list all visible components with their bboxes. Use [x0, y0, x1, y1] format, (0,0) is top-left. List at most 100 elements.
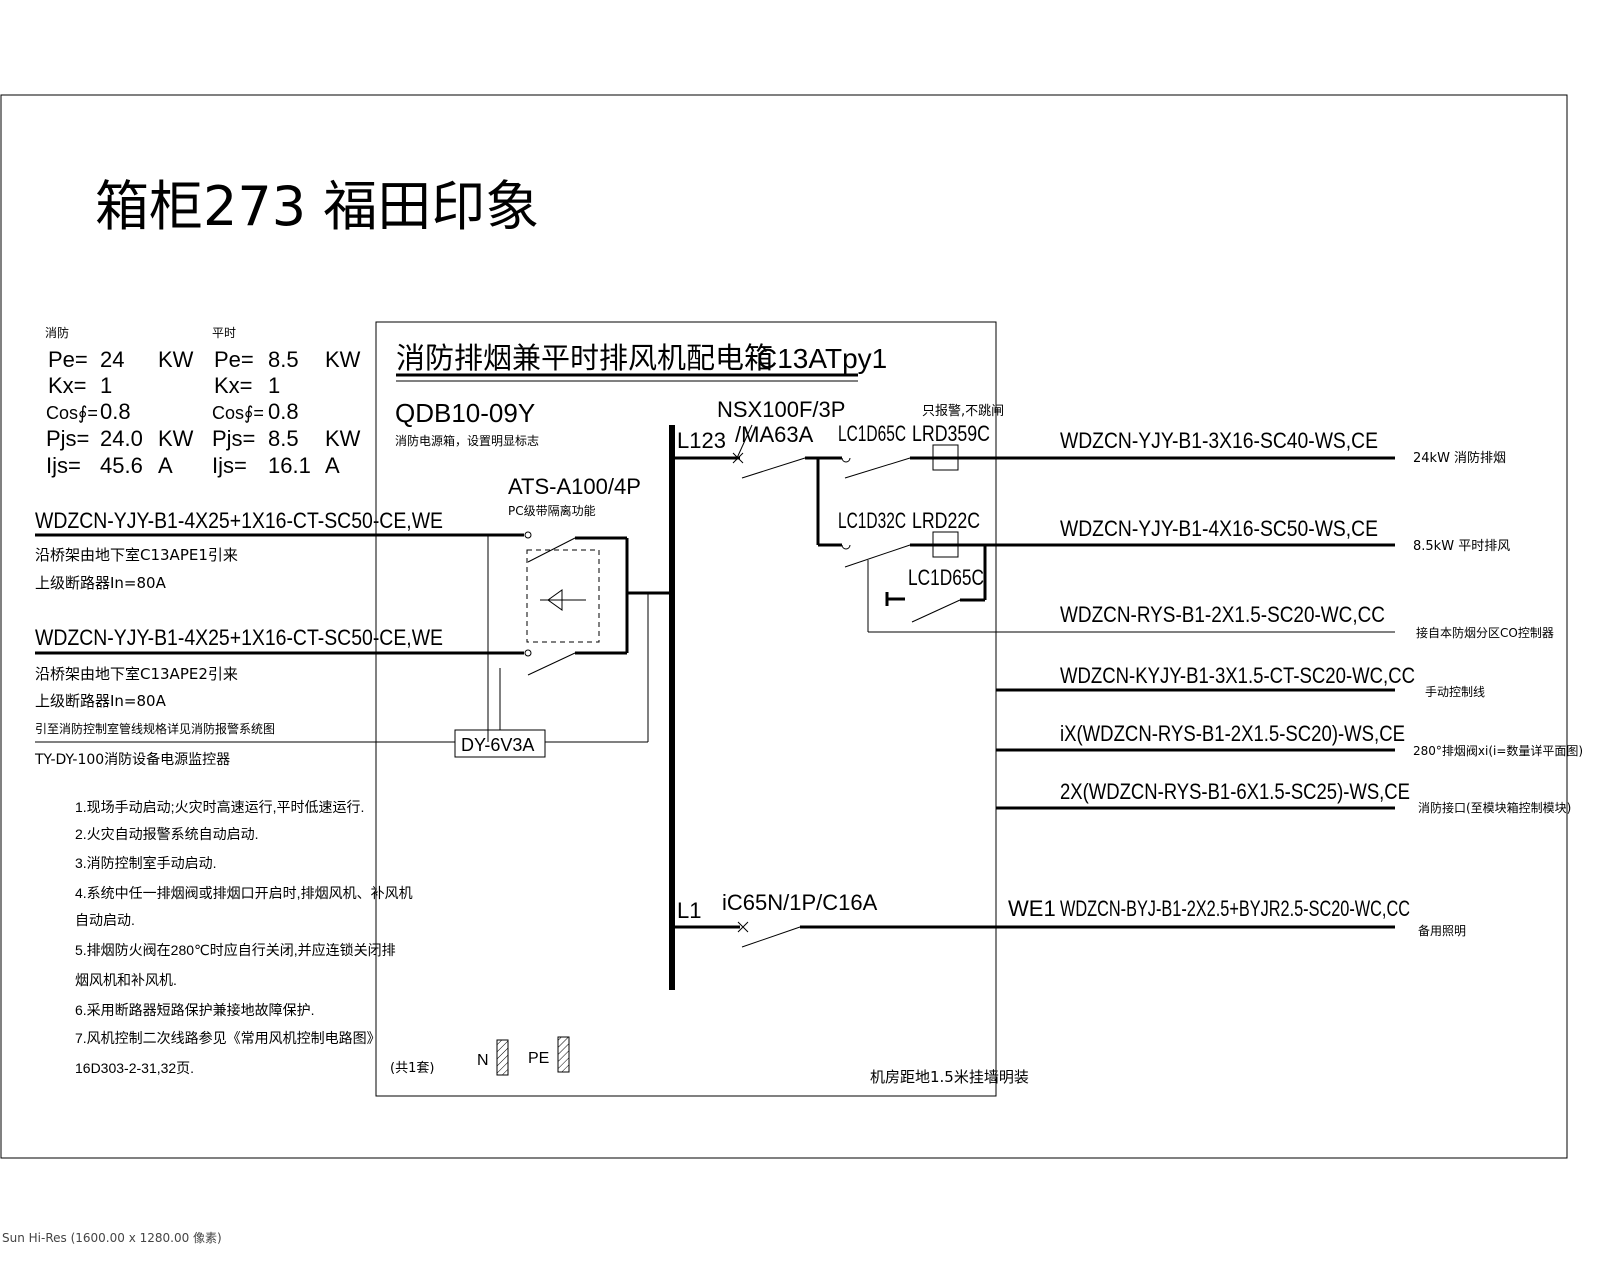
outgoing-cable-label: WDZCN-YJY-B1-4X16-SC50-WS,CE: [1060, 516, 1378, 541]
outgoing-desc: 消防接口(至模块箱控制模块): [1418, 800, 1571, 815]
note-line: 1.现场手动启动;火灾时高速运行,平时低速运行.: [75, 799, 364, 815]
breaker-label: iC65N/1P/C16A: [722, 890, 878, 915]
box-code: C13ATpy1: [757, 343, 887, 374]
fan-circuit: NSX100F/3P /MA63A LC1D65C LRD359C 只报警,不跳…: [672, 397, 1395, 633]
breaker-label: NSX100F/3P: [717, 397, 845, 422]
contactor-label: LC1D65C: [838, 421, 906, 446]
box-title: 消防排烟兼平时排风机配电箱: [396, 341, 773, 375]
param-unit: KW: [158, 426, 194, 451]
outgoing-desc: 24kW 消防排烟: [1413, 450, 1506, 466]
param-label: Pjs=: [212, 426, 255, 451]
contactor-label: LC1D32C: [838, 508, 906, 533]
incoming-note: 沿桥架由地下室C13APE1引来: [35, 546, 238, 564]
note-line: 2.火灾自动报警系统自动启动.: [75, 826, 259, 842]
thermal-relay-icon: [932, 531, 959, 558]
note-line: 16D303-2-31,32页.: [75, 1060, 194, 1076]
monitor-note: 引至消防控制室管线规格详见消防报警系统图: [35, 721, 275, 736]
contactor-label: LC1D65C: [908, 565, 984, 590]
pe-label: PE: [528, 1050, 549, 1067]
param-label: Pe=: [48, 347, 88, 372]
outgoing-cable-label: WDZCN-YJY-B1-3X16-SC40-WS,CE: [1060, 428, 1378, 453]
circuit-id: WE1: [1008, 896, 1056, 921]
dy-monitor-box: [454, 729, 546, 758]
outgoing-circuits: WDZCN-YJY-B1-3X16-SC40-WS,CE 24kW 消防排烟 W…: [672, 428, 1583, 948]
param-label: Ijs=: [212, 453, 247, 478]
incoming-note: 上级断路器In=80A: [35, 574, 167, 592]
param-unit: A: [325, 453, 340, 478]
breaker-cross-icon: [737, 921, 749, 933]
sets-count: (共1套): [390, 1060, 434, 1076]
outgoing-desc: 8.5kW 平时排风: [1413, 539, 1510, 554]
note-line: 6.采用断路器短路保护兼接地故障保护.: [75, 1002, 315, 1018]
resolution-footer: Sun Hi-Res (1600.00 x 1280.00 像素): [2, 1231, 222, 1245]
outgoing-cable-label: WDZCN-BYJ-B1-2X2.5+BYJR2.5-SC20-WC,CC: [1060, 896, 1410, 921]
param-label: Pe=: [214, 347, 254, 372]
drawing-title: 箱柜273 福田印象: [95, 175, 539, 238]
outgoing-cable-label: WDZCN-RYS-B1-2X1.5-SC20-WC,CC: [1060, 602, 1385, 627]
ats-label: ATS-A100/4P: [508, 474, 641, 499]
distribution-box-outline: [375, 321, 997, 1097]
monitor-device: TY-DY-100消防设备电源监控器: [34, 751, 230, 768]
outgoing-cable-label: WDZCN-KYJY-B1-3X1.5-CT-SC20-WC,CC: [1060, 663, 1415, 688]
param-value: 24.0: [100, 426, 143, 451]
ats-note: PC级带隔离功能: [508, 503, 596, 518]
normal-heading: 平时: [212, 326, 236, 340]
note-line: 4.系统中任一排烟阀或排烟口开启时,排烟风机、补风机: [75, 885, 413, 901]
dy-label: DY-6V3A: [461, 735, 534, 755]
fire-heading: 消防: [45, 325, 69, 340]
param-value: 1: [268, 373, 280, 398]
param-value: 8.5: [268, 426, 299, 451]
relay-label: LRD22C: [912, 508, 980, 533]
param-unit: A: [158, 453, 173, 478]
outgoing-desc: 手动控制线: [1425, 685, 1485, 699]
outgoing-desc: 备用照明: [1418, 924, 1466, 938]
box-model-note: 消防电源箱，设置明显标志: [395, 433, 539, 448]
param-value: 1: [100, 373, 112, 398]
bus-label-l1: L1: [677, 898, 701, 923]
outgoing-desc: 280°排烟阀xi(i=数量详平面图): [1413, 743, 1583, 758]
relay-note: 只报警,不跳闸: [922, 403, 1004, 419]
neutral-label: N: [477, 1052, 489, 1069]
incoming-note: 上级断路器In=80A: [35, 692, 167, 710]
param-value: 45.6: [100, 453, 143, 478]
param-value: 24: [100, 347, 124, 372]
relay-label: LRD359C: [912, 421, 990, 446]
neutral-bar-icon: [496, 1039, 509, 1076]
param-value: 8.5: [268, 347, 299, 372]
install-note: 机房距地1.5米挂墙明装: [870, 1068, 1029, 1086]
param-label: Kx=: [214, 373, 253, 398]
note-line: 自动启动.: [75, 912, 135, 928]
outgoing-cable-label: 2X(WDZCN-RYS-B1-6X1.5-SC25)-WS,CE: [1060, 779, 1410, 804]
param-label: Pjs=: [46, 426, 89, 451]
notes: 1.现场手动启动;火灾时高速运行,平时低速运行. 2.火灾自动报警系统自动启动.…: [75, 799, 413, 1076]
param-label: Cos∮=: [212, 403, 264, 423]
param-value: 16.1: [268, 453, 311, 478]
box-model: QDB10-09Y: [395, 398, 535, 428]
param-value: 0.8: [268, 399, 299, 424]
note-line: 5.排烟防火阀在280℃时应自行关闭,并应连锁关闭排: [75, 942, 396, 958]
note-line: 3.消防控制室手动启动.: [75, 855, 217, 871]
incoming-feeders: WDZCN-YJY-B1-4X25+1X16-CT-SC50-CE,WE 沿桥架…: [34, 508, 524, 768]
load-parameters: 消防 Pe= 24 KW Kx= 1 Cos∮= 0.8 Pjs= 24.0 K…: [45, 325, 361, 478]
breaker-rating: /MA63A: [735, 422, 814, 447]
note-line: 7.风机控制二次线路参见《常用风机控制电路图》: [75, 1030, 381, 1046]
param-value: 0.8: [100, 399, 131, 424]
ats-switch: ATS-A100/4P PC级带隔离功能 DY-6V3A: [454, 474, 672, 758]
incoming-cable-label: WDZCN-YJY-B1-4X25+1X16-CT-SC50-CE,WE: [35, 508, 443, 533]
outgoing-cable-label: iX(WDZCN-RYS-B1-2X1.5-SC20)-WS,CE: [1060, 721, 1405, 746]
incoming-note: 沿桥架由地下室C13APE2引来: [35, 665, 238, 683]
thermal-relay-icon: [932, 444, 959, 471]
param-label: Ijs=: [46, 453, 81, 478]
incoming-cable-label: WDZCN-YJY-B1-4X25+1X16-CT-SC50-CE,WE: [35, 625, 443, 650]
outgoing-desc: 接自本防烟分区CO控制器: [1416, 625, 1554, 640]
param-label: Kx=: [48, 373, 87, 398]
param-label: Cos∮=: [46, 403, 98, 423]
breaker-cross-icon: [732, 452, 744, 464]
param-unit: KW: [325, 347, 361, 372]
pe-bar-icon: [557, 1036, 570, 1073]
drawing-frame: [0, 94, 1568, 1159]
note-line: 烟风机和补风机.: [75, 972, 177, 988]
param-unit: KW: [158, 347, 194, 372]
bus-label-l123: L123: [677, 428, 726, 453]
